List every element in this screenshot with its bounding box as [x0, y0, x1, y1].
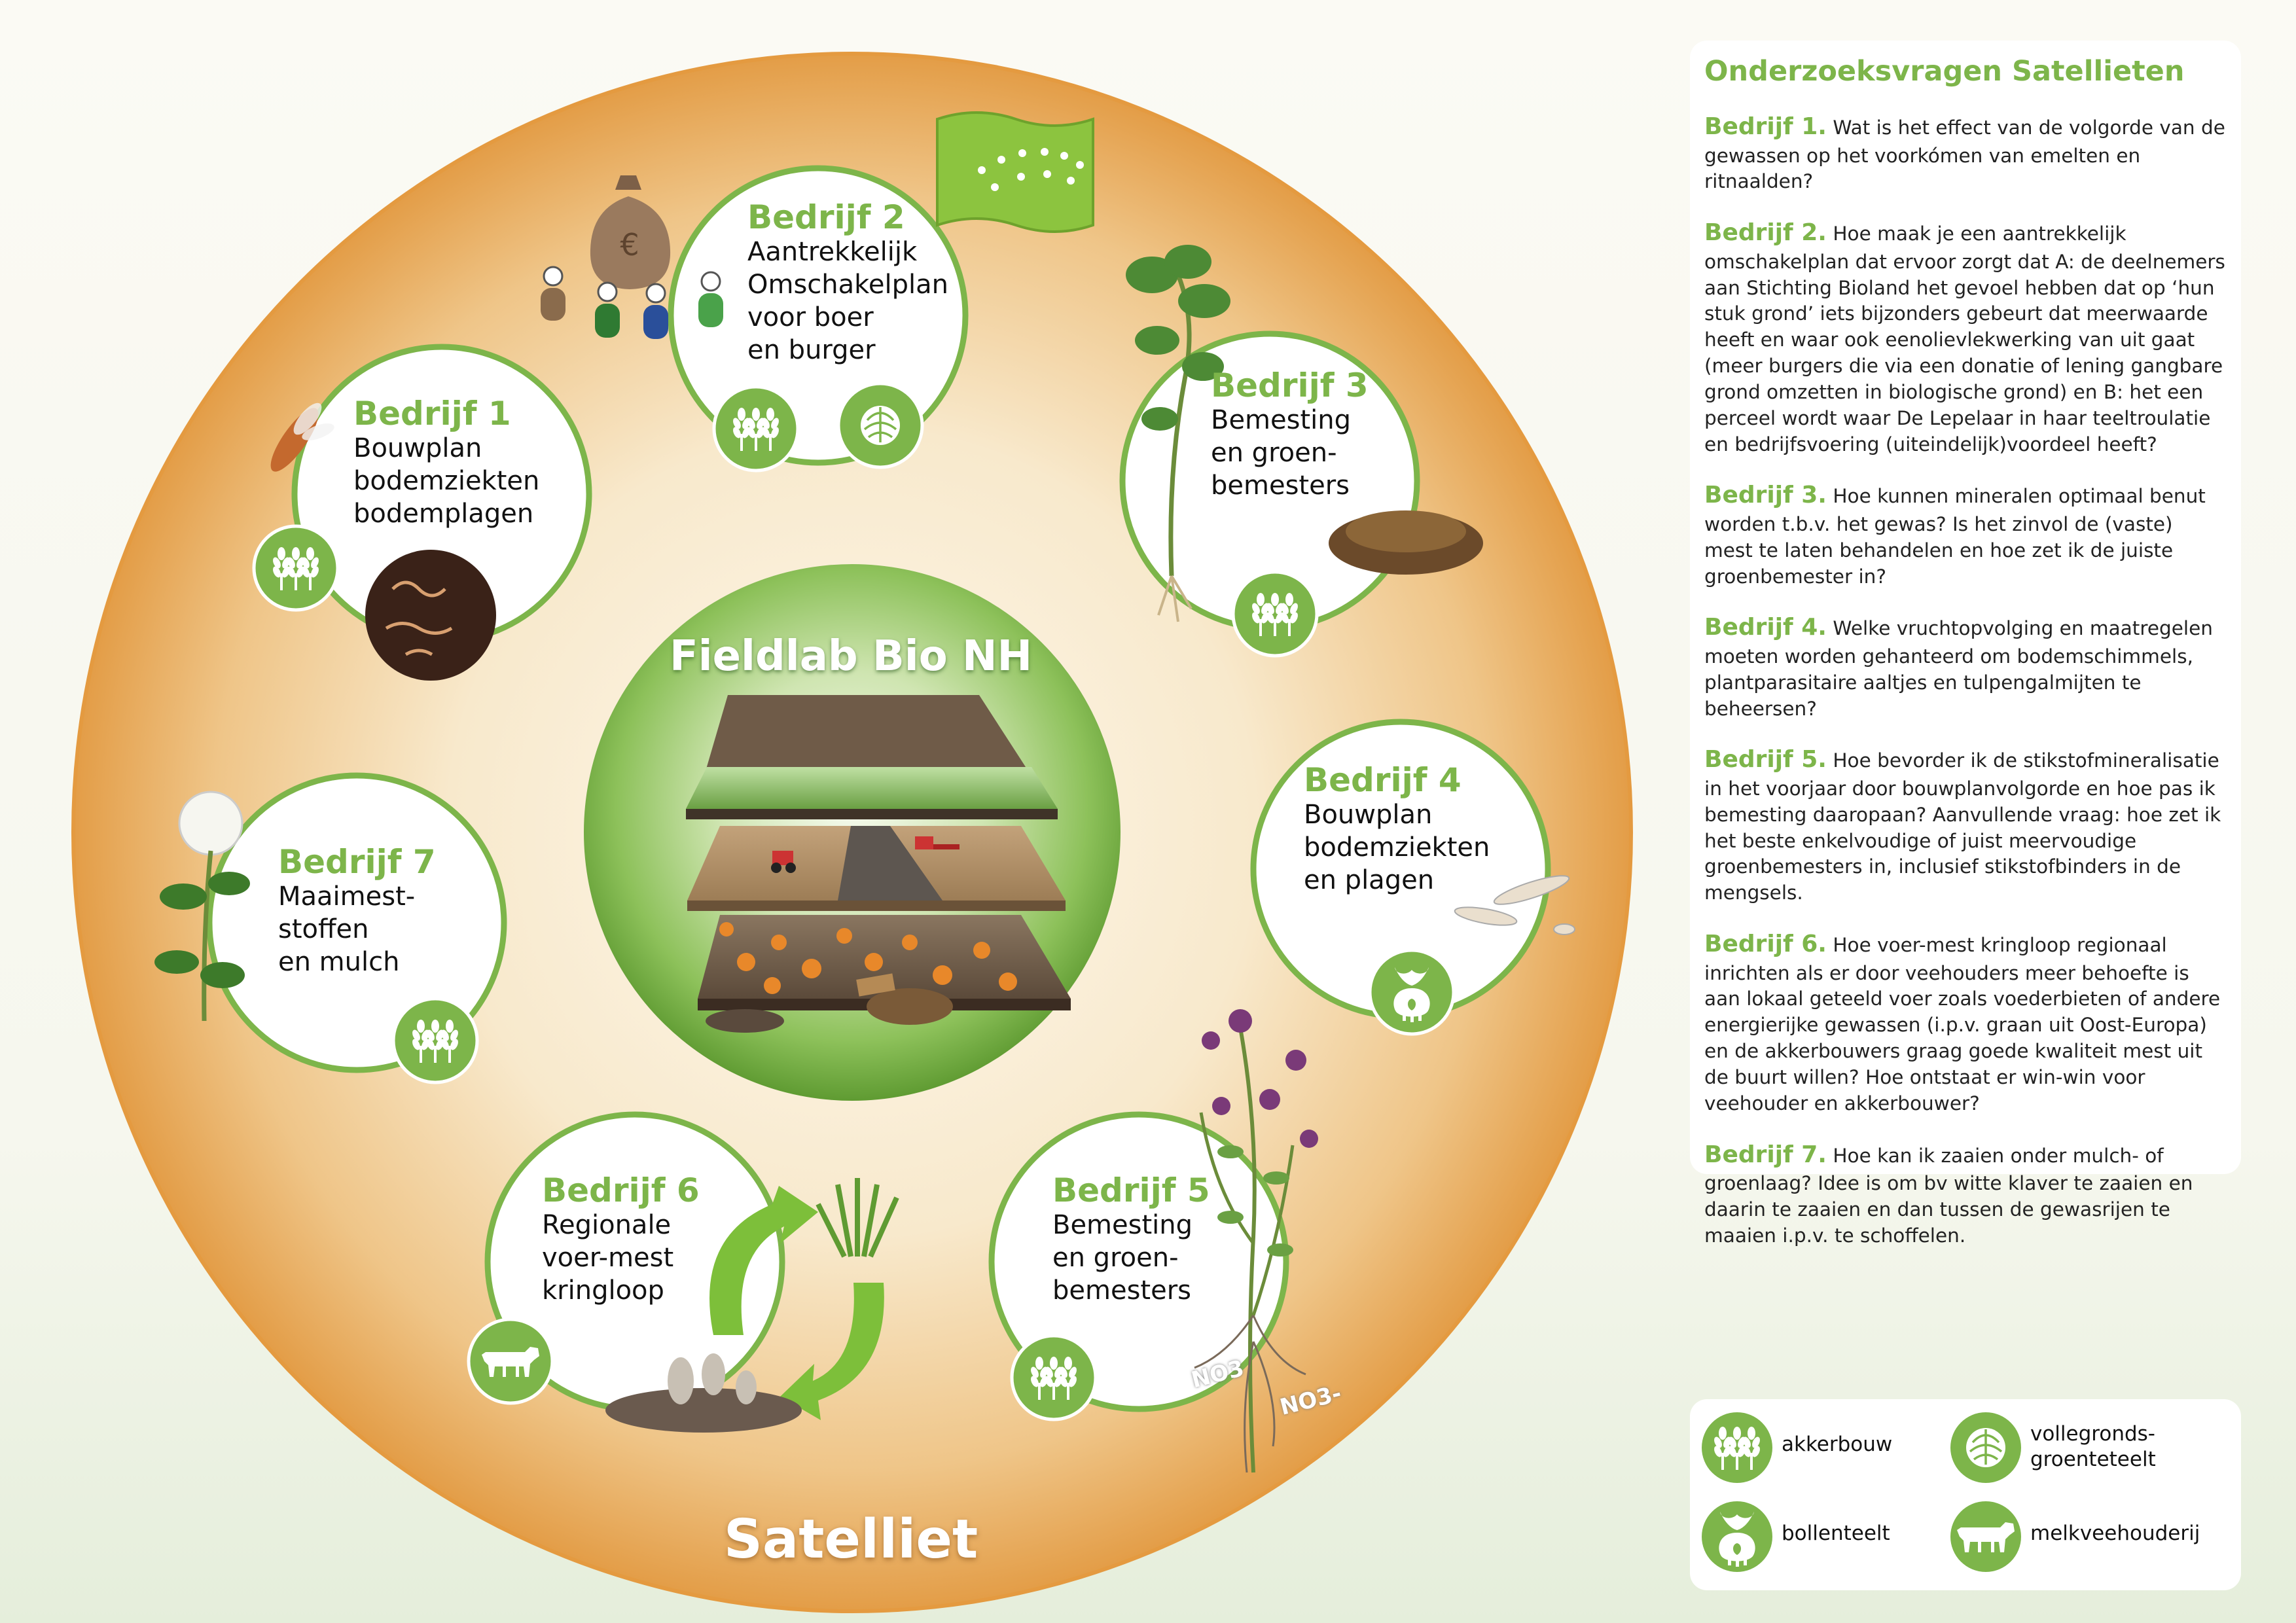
bulb-icon [1368, 948, 1456, 1036]
question-label: Bedrijf 4. [1704, 614, 1827, 641]
node-title: Bedrijf 7 [278, 843, 436, 881]
satellite-node-2-text: Bedrijf 2 Aantrekkelijk Omschakelplan vo… [747, 200, 948, 366]
bulb-icon [1702, 1501, 1772, 1572]
cabbage-icon [836, 382, 924, 469]
question-text: Hoe kan ik zaaien onder mulch- of groenl… [1704, 1144, 2193, 1247]
question-label: Bedrijf 6. [1704, 931, 1827, 958]
cow-icon [1950, 1501, 2021, 1572]
satellite-node-3-text: Bedrijf 3 Bemesting en groen- bemesters [1211, 368, 1369, 502]
question-text: Welke vruchtopvolging en maatregelen moe… [1704, 617, 2213, 720]
question-item: Bedrijf 5. Hoe bevorder ik de stikstofmi… [1704, 744, 2227, 906]
cow-icon [467, 1317, 554, 1405]
satellite-node-5-text: Bedrijf 5 Bemesting en groen- bemesters [1052, 1173, 1210, 1307]
questions-panel: Onderzoeksvragen Satellieten Bedrijf 1. … [1690, 41, 2241, 1247]
question-item: Bedrijf 2. Hoe maak je een aantrekkelijk… [1704, 217, 2227, 457]
question-text: Hoe voer-mest kringloop regionaal inrich… [1704, 934, 2221, 1115]
wheat-icon [712, 385, 800, 473]
money-bag-illustration: € [590, 175, 671, 289]
node-title: Bedrijf 4 [1304, 761, 1462, 799]
node-subtitle: Bouwplan bodemziekten en plagen [1304, 800, 1490, 895]
wheat-icon [391, 997, 479, 1084]
question-item: Bedrijf 1. Wat is het effect van de volg… [1704, 111, 2227, 195]
manure-pile-illustration [1329, 510, 1483, 575]
node-subtitle: Regionale voer-mest kringloop [542, 1210, 674, 1306]
question-item: Bedrijf 4. Welke vruchtopvolging en maat… [1704, 612, 2227, 722]
node-subtitle: Aantrekkelijk Omschakelplan voor boer en… [747, 237, 948, 365]
red-clover-plant-illustration [1194, 1009, 1318, 1473]
grass-illustration [816, 1178, 899, 1258]
legend-panel: akkerbouw vollegronds- groenteteelt boll… [1690, 1399, 2241, 1590]
node-subtitle: Bouwplan bodemziekten bodemplagen [353, 433, 540, 529]
satellite-node-7 [206, 772, 507, 1073]
eu-organic-flag-illustration [936, 111, 1094, 233]
center-title: Fieldlab Bio NH [669, 632, 1033, 681]
wheat-icon [252, 524, 340, 612]
wheat-icon [1702, 1412, 1772, 1483]
people-illustration [541, 266, 723, 339]
question-label: Bedrijf 3. [1704, 482, 1827, 509]
question-text: Hoe bevorder ik de stikstofmineralisatie… [1704, 749, 2221, 904]
node-title: Bedrijf 6 [542, 1171, 700, 1209]
question-item: Bedrijf 3. Hoe kunnen mineralen optimaal… [1704, 480, 2227, 590]
wireworm-illustration [270, 402, 334, 472]
svg-text:€: € [620, 227, 639, 262]
layered-fields-illustration [686, 695, 1071, 1033]
questions-title: Onderzoeksvragen Satellieten [1704, 55, 2185, 88]
manure-puddle-illustration [605, 1353, 802, 1433]
node-title: Bedrijf 3 [1211, 366, 1369, 404]
green-manure-plant-illustration [1126, 245, 1230, 622]
wheat-icon [1010, 1334, 1098, 1421]
question-text: Wat is het effect van de volgorde van de… [1704, 116, 2225, 193]
node-subtitle: Bemesting en groen- bemesters [1052, 1210, 1193, 1306]
legend-label: akkerbouw [1782, 1433, 1893, 1456]
white-clover-illustration [154, 791, 250, 1022]
satellite-node-5 [988, 1111, 1289, 1412]
cabbage-icon [1950, 1412, 2021, 1483]
question-label: Bedrijf 7. [1704, 1141, 1827, 1168]
legend-label: melkveehouderij [2030, 1522, 2200, 1545]
satellite-diagram: € [71, 52, 1633, 1613]
legend-label: bollenteelt [1782, 1522, 1890, 1545]
question-label: Bedrijf 1. [1704, 113, 1827, 140]
bulb-larvae-illustration [1454, 875, 1575, 935]
satellite-node-4-text: Bedrijf 4 Bouwplan bodemziekten en plage… [1304, 762, 1490, 897]
node-subtitle: Maaimest- stoffen en mulch [278, 882, 416, 977]
node-title: Bedrijf 5 [1052, 1171, 1210, 1209]
satellite-node-7-text: Bedrijf 7 Maaimest- stoffen en mulch [278, 844, 436, 978]
question-item: Bedrijf 7. Hoe kan ik zaaien onder mulch… [1704, 1139, 2227, 1249]
ring-label: Satelliet [723, 1508, 978, 1571]
legend-label: vollegronds- groenteteelt [2030, 1422, 2156, 1471]
question-item: Bedrijf 6. Hoe voer-mest kringloop regio… [1704, 929, 2227, 1116]
question-text: Hoe kunnen mineralen optimaal benut word… [1704, 485, 2206, 588]
node-title: Bedrijf 1 [353, 395, 511, 433]
question-label: Bedrijf 2. [1704, 219, 1827, 247]
satellite-node-1-text: Bedrijf 1 Bouwplan bodemziekten bodempla… [353, 396, 539, 530]
question-label: Bedrijf 5. [1704, 746, 1827, 774]
node-subtitle: Bemesting en groen- bemesters [1211, 405, 1352, 501]
soil-with-worms-illustration [365, 550, 496, 681]
question-text: Hoe maak je een aantrekkelijk omschakelp… [1704, 223, 2225, 455]
wheat-icon [1231, 570, 1319, 658]
satellite-node-6-text: Bedrijf 6 Regionale voer-mest kringloop [542, 1173, 700, 1307]
node-title: Bedrijf 2 [747, 198, 905, 236]
cycle-arrows-illustration [709, 1186, 884, 1420]
